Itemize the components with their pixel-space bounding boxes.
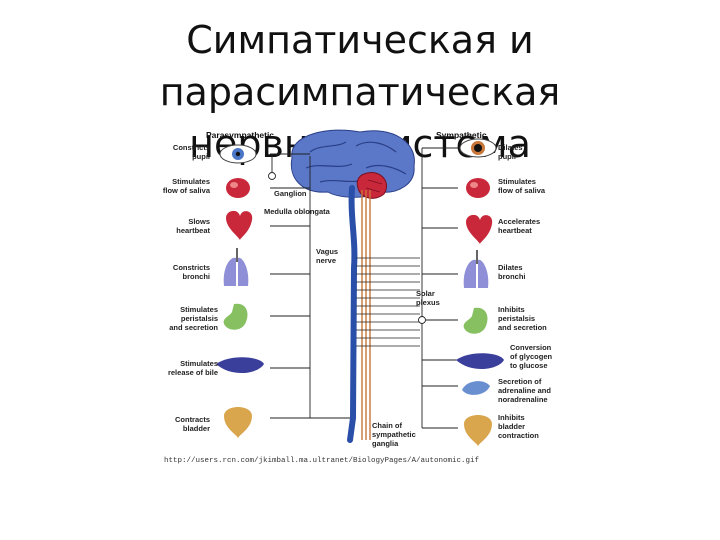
sympathetic-header: Sympathetic [436,130,487,140]
label-inhibits-2: peristalsis [498,314,535,323]
label-accel-1: Accelerates [498,217,540,226]
label-glycogen-2: of glycogen [510,352,553,361]
label-peristalsis-1: Stimulates [180,305,218,314]
label-contracts-1: Contracts [175,415,210,424]
heart-icon [226,210,253,240]
label-dilates-bronchi-1: Dilates [498,263,523,272]
stomach-icon-right [463,307,488,334]
label-peristalsis-3: and secretion [169,323,218,332]
autonomic-nervous-system-diagram: Parasympathetic Sympathetic [160,128,560,468]
label-bile-1: Stimulates [180,359,218,368]
sympathetic-rungs [356,257,420,347]
label-dilates-bronchi-2: bronchi [498,272,526,281]
label-slows-1: Slows [188,217,210,226]
label-adrenaline-1: Secretion of [498,377,542,386]
label-glycogen-3: to glucose [510,361,548,370]
salivary-gland-icon-right [466,178,490,198]
label-constricts-pupil-2: pupil [192,152,210,161]
heart-icon-right [466,214,493,244]
label-saliva-r-1: Stimulates [498,177,536,186]
label-inhibits-3: and secretion [498,323,547,332]
eye-icon [219,144,257,164]
label-saliva-2: flow of saliva [163,186,211,195]
label-glycogen-1: Conversion [510,343,552,352]
bladder-icon-right [464,415,492,446]
label-bronchi-1: Constricts [173,263,210,272]
adrenal-gland-icon [462,381,490,395]
source-url: http://users.rcn.com/jkimball.ma.ultrane… [164,457,480,465]
liver-icon [216,357,264,374]
label-bronchi-2: bronchi [183,272,211,281]
label-bladder-r-1: Inhibits [498,413,525,422]
sympathetic-chain [361,190,371,440]
bladder-icon [224,407,252,438]
liver-icon-right [456,353,504,370]
label-adrenaline-2: adrenaline and [498,386,551,395]
label-contracts-2: bladder [183,424,210,433]
label-peristalsis-2: peristalsis [181,314,218,323]
spinal-cord [347,185,358,443]
label-constricts-pupil-1: Constricts [173,143,210,152]
lungs-icon [223,248,249,286]
brain-illustration [290,129,415,199]
label-adrenaline-3: noradrenaline [498,395,548,404]
lungs-icon-right [463,250,489,288]
label-bladder-r-3: contraction [498,431,539,440]
sympathetic-nerves [418,147,458,429]
parasympathetic-nerves [268,153,350,419]
label-inhibits-1: Inhibits [498,305,525,314]
label-dilates-pupil-2: pupil [498,152,516,161]
label-bladder-r-2: bladder [498,422,525,431]
label-ganglion: Ganglion [274,189,307,198]
title-line-1: Симпатическая и парасимпатическая [159,18,561,114]
parasympathetic-header: Parasympathetic [206,130,274,140]
eye-icon-right [459,138,497,158]
label-saliva-r-2: flow of saliva [498,186,546,195]
salivary-gland-icon [226,178,250,198]
label-bile-2: release of bile [168,368,218,377]
label-dilates-pupil-1: Dilates [498,143,523,152]
diagram-canvas: Parasympathetic Sympathetic [163,129,553,465]
label-slows-2: heartbeat [176,226,210,235]
label-saliva-1: Stimulates [172,177,210,186]
stomach-icon [223,303,248,330]
label-medulla: Medulla oblongata [264,207,331,216]
label-accel-2: heartbeat [498,226,532,235]
